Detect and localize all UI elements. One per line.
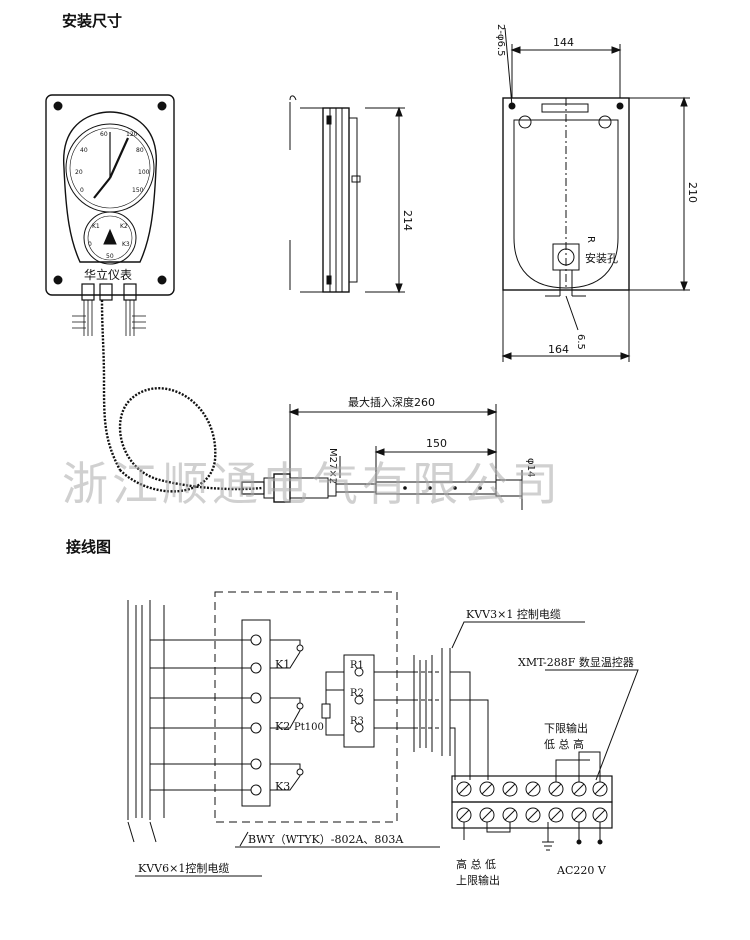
dim-thread: M27×2	[327, 448, 338, 484]
dial-label: 0	[80, 187, 84, 194]
model-label: BWY（WTYK）-802A、803A	[248, 833, 404, 846]
dim-max-depth: 最大插入深度260	[348, 395, 435, 409]
dim-slot: 6.5	[575, 334, 586, 350]
gauge-front-view	[45, 94, 175, 336]
upper-output-label: 上限输出	[456, 873, 500, 887]
resistor-label: R3	[350, 716, 364, 727]
power-label: AC220 V	[556, 864, 607, 877]
subdial-label: K2	[120, 223, 128, 230]
dial-label: 80	[136, 147, 144, 154]
cable-3-label: KVV3×1 控制电缆	[466, 607, 561, 621]
subdial-label: K3	[122, 241, 130, 248]
watermark: 浙江顺通电气有限公司	[62, 457, 562, 511]
dim-150: 150	[426, 437, 447, 450]
install-dimensions-heading: 安装尺寸	[62, 12, 123, 30]
contact-label: K3	[275, 780, 290, 793]
controller-label: XMT-288F 数显温控器	[518, 655, 634, 669]
dim-144: 144	[553, 36, 574, 49]
wiring-schematic	[127, 591, 639, 877]
gauge-side-view	[289, 95, 405, 294]
install-hole-label: 安装孔	[585, 251, 618, 265]
dial-labels: 0 20 40 60 80 100 120 150 K1 K2 K3 0 50 …	[75, 131, 150, 282]
dial-label: 100	[138, 169, 150, 176]
resistor-label: R2	[350, 688, 364, 699]
lower-output-label: 下限输出	[544, 721, 588, 735]
dial-label: 40	[80, 147, 88, 154]
gauge-back-view	[501, 27, 690, 362]
dial-label: 150	[132, 187, 144, 194]
contact-label: K2	[275, 720, 290, 733]
cable-6-label: KVV6×1控制电缆	[138, 861, 229, 875]
capillary-tube	[100, 299, 263, 493]
contact-label: K1	[275, 658, 290, 671]
upper-output-letters: 高 总 低	[456, 857, 496, 871]
dial-label: 20	[75, 169, 83, 176]
temperature-probe	[241, 404, 523, 510]
lower-output-letters: 低 总 高	[544, 737, 584, 751]
dim-radius: R	[585, 236, 596, 243]
pt100-label: Pt100	[294, 722, 324, 733]
dim-214: 214	[401, 210, 414, 231]
dim-holes: 2-φ6.5	[495, 24, 506, 56]
dial-label: 60	[100, 131, 108, 138]
subdial-label: K1	[92, 223, 100, 230]
dial-label: 120	[126, 131, 138, 138]
subdial-label: 50	[106, 253, 114, 260]
gauge-brand: 华立仪表	[84, 267, 132, 282]
subdial-label: 0	[88, 241, 92, 248]
wiring-diagram-heading: 接线图	[66, 538, 112, 556]
dim-probe-diameter: φ14	[525, 458, 536, 477]
resistor-label: R1	[350, 660, 364, 671]
dim-164: 164	[548, 343, 569, 356]
dim-210: 210	[686, 182, 699, 203]
